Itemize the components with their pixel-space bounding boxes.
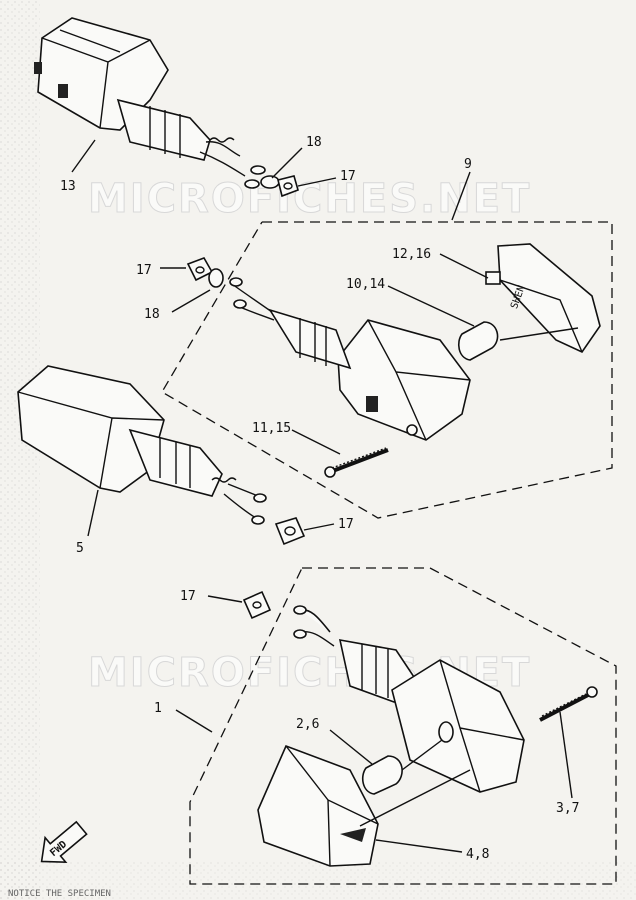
callout-4-8: 4,8 — [466, 847, 489, 862]
reflector-mark-13 — [34, 62, 42, 74]
callout-3-7: 3,7 — [556, 801, 579, 816]
nut-17-bottom — [242, 590, 272, 620]
callout-1: 1 — [154, 701, 162, 716]
housing-13 — [37, 17, 169, 131]
callout-17-bottom: 17 — [180, 589, 196, 604]
nut-17-top — [277, 175, 299, 198]
bulb-2-6 — [361, 755, 403, 795]
signal-assembly-9 — [229, 277, 471, 441]
stem-9 — [268, 308, 352, 370]
housing-1 — [391, 659, 525, 793]
bottom-scan-text: NOTICE THE SPECIMEN — [8, 889, 111, 899]
screw-3-7 — [586, 686, 598, 698]
signal-assembly-1 — [293, 605, 525, 793]
callout-18-mid: 18 — [144, 307, 160, 322]
callout-5: 5 — [76, 541, 84, 556]
housing-9 — [337, 319, 471, 441]
lens-tab — [485, 271, 501, 285]
callout-17-top: 17 — [340, 169, 356, 184]
callout-17-lower: 17 — [338, 517, 354, 532]
callout-13: 13 — [60, 179, 76, 194]
callout-10-14: 10,14 — [346, 277, 385, 292]
screw-11-15 — [324, 466, 336, 478]
forward-arrow-icon: FWD — [40, 820, 88, 863]
callout-11-15: 11,15 — [252, 421, 291, 436]
nut-17-lower — [274, 517, 306, 546]
signal-assembly-5 — [17, 365, 267, 525]
callout-12-16: 12,16 — [392, 247, 431, 262]
lens-12-16 — [497, 243, 601, 354]
scan-noise-bottom — [0, 860, 636, 900]
callout-2-6: 2,6 — [296, 717, 319, 732]
washer-18-top — [260, 175, 280, 189]
group-9-boundary — [161, 221, 613, 519]
bulb-10-14 — [457, 321, 499, 361]
callout-17-mid: 17 — [136, 263, 152, 278]
washer-18-mid — [208, 268, 224, 288]
group-1-boundary — [189, 567, 617, 885]
callout-18-top: 18 — [306, 135, 322, 150]
scan-noise-left — [0, 0, 40, 900]
callout-9: 9 — [464, 157, 472, 172]
lens-4-8 — [257, 744, 379, 867]
stem-13 — [116, 98, 211, 161]
signal-assembly-13 — [34, 17, 266, 189]
